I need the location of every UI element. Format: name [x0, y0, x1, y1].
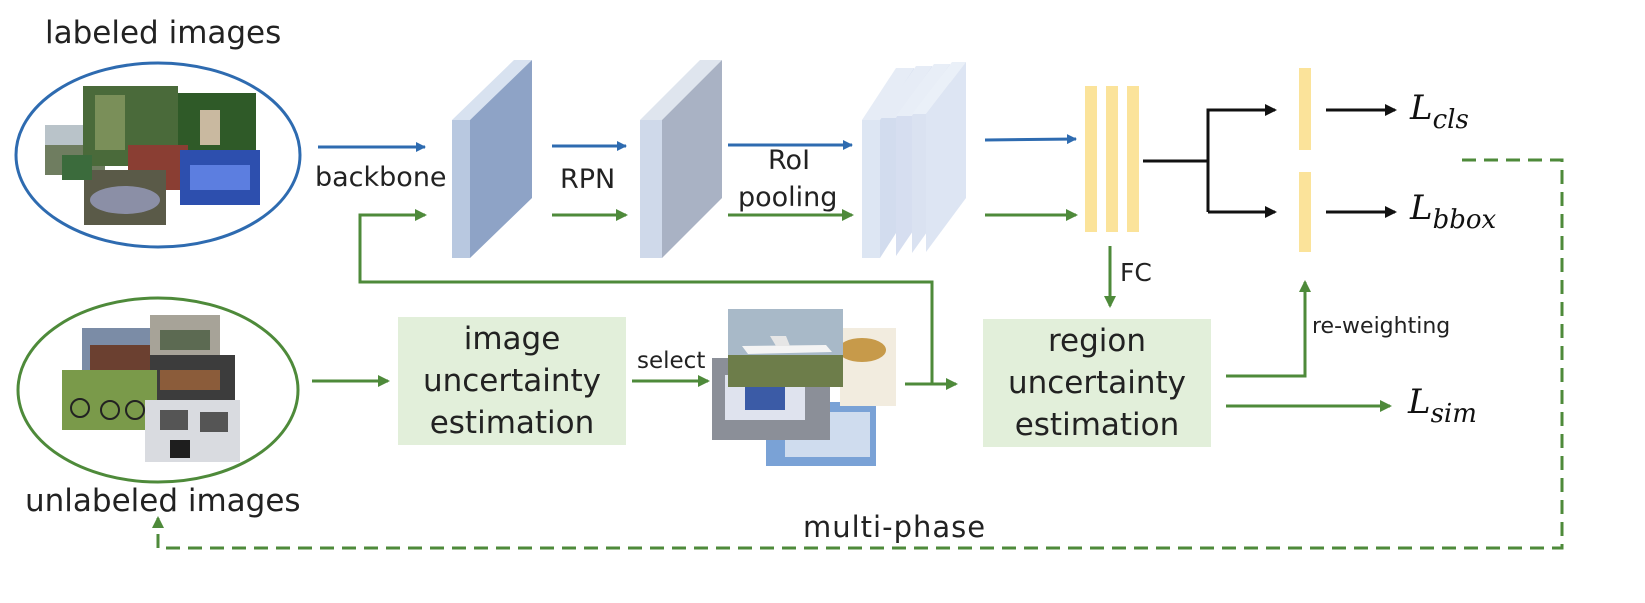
head-branch-arrows [1143, 104, 1397, 218]
roi-pooling-layers [862, 62, 966, 258]
loss-sim-base: L [1408, 382, 1431, 422]
rpn-label: RPN [560, 164, 616, 195]
pooling-label: pooling [738, 182, 838, 213]
loss-bbox-sub: bbox [1432, 205, 1497, 236]
select-label: select [637, 348, 706, 374]
re-weighting-label: re-weighting [1312, 314, 1451, 339]
unlabeled-flow-arrows [312, 209, 1392, 412]
region-uncertainty-line2: uncertainty [1007, 365, 1187, 401]
image-uncertainty-estimation-box: image uncertainty estimation [398, 317, 626, 445]
unlabeled-images-label: unlabeled images [25, 483, 301, 519]
loss-cls-base: L [1410, 88, 1433, 128]
region-uncertainty-line1: region [1047, 323, 1147, 359]
region-uncertainty-estimation-box: region uncertainty estimation [983, 319, 1211, 447]
rpn-layer [640, 60, 722, 258]
fc-label: FC [1120, 258, 1152, 287]
fc-bars [1085, 86, 1139, 232]
roi-label: RoI [768, 145, 811, 176]
loss-sim: Lsim [1408, 382, 1477, 429]
cls-output-bar [1299, 68, 1311, 150]
image-uncertainty-line3: estimation [429, 405, 595, 441]
unlabeled-images-ellipse [16, 296, 300, 484]
loss-cls-sub: cls [1432, 105, 1469, 136]
image-uncertainty-line2: uncertainty [422, 363, 602, 399]
labeled-images-label: labeled images [45, 15, 282, 51]
loss-bbox-base: L [1410, 188, 1433, 228]
loss-cls: Lcls [1410, 88, 1469, 135]
backbone-label: backbone [315, 162, 447, 193]
image-uncertainty-line1: image [463, 321, 561, 357]
labeled-flow-arrows [318, 134, 1077, 152]
unlabeled-images-collage [62, 315, 240, 462]
multi-phase-label: multi-phase [803, 510, 987, 544]
multi-phase-loop-arrow [152, 158, 1564, 550]
labeled-images-collage [45, 86, 260, 225]
loss-bbox: Lbbox [1410, 188, 1496, 235]
region-uncertainty-line3: estimation [1014, 407, 1180, 443]
labeled-images-ellipse [14, 61, 302, 249]
bbox-output-bar [1299, 172, 1311, 252]
loss-sim-sub: sim [1430, 399, 1477, 430]
selected-images-stack [712, 309, 896, 466]
backbone-layer [452, 60, 532, 258]
